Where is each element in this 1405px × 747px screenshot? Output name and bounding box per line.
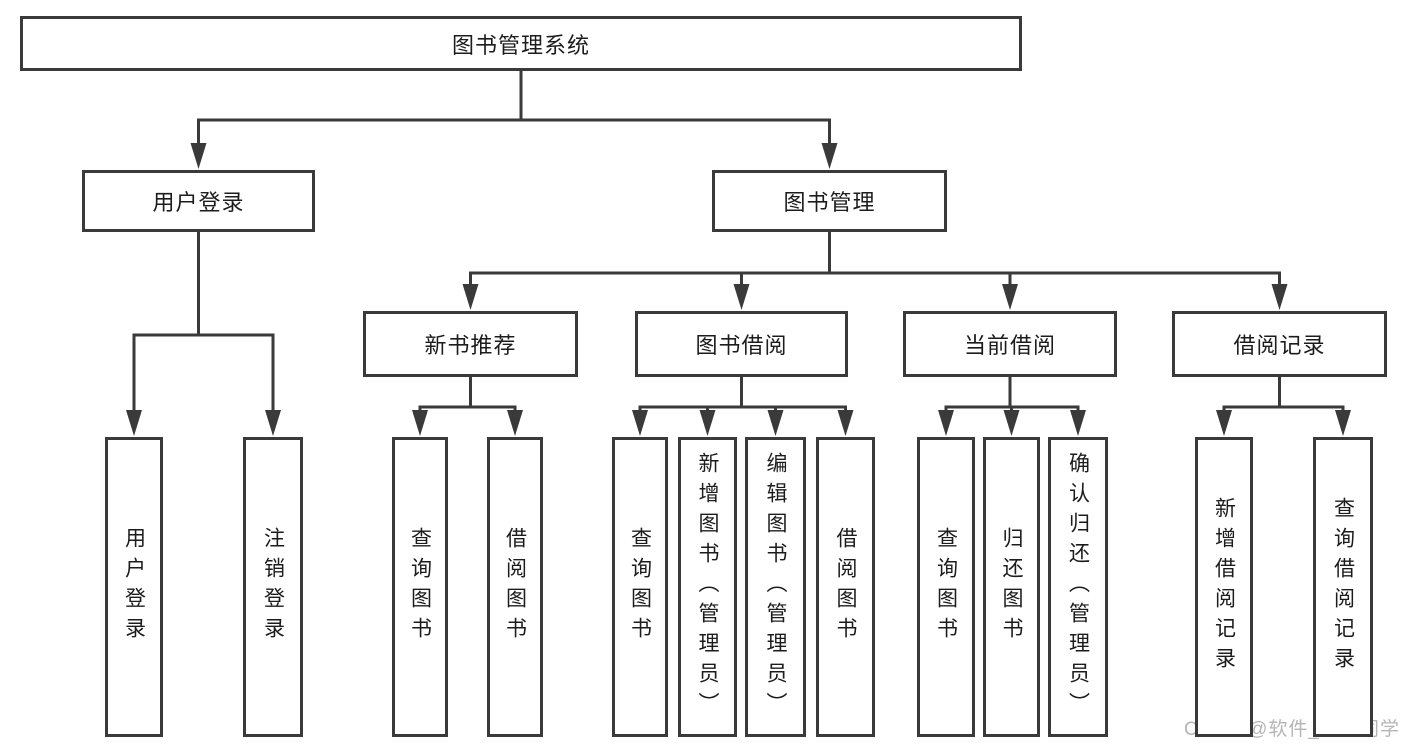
- node-new-book-recommendation: 新书推荐: [363, 311, 578, 377]
- node-root-library-system: 图书管理系统: [20, 16, 1022, 71]
- node-label-leaf-borrow-books-recommend: 借阅图书: [503, 527, 527, 647]
- node-label-user-login-module: 用户登录: [152, 190, 245, 215]
- node-leaf-add-books-admin: 新增图书（管理员）: [678, 437, 737, 737]
- node-leaf-query-books-borrow: 查询图书: [612, 437, 668, 737]
- node-borrowing-records: 借阅记录: [1172, 311, 1387, 377]
- node-label-new-book-recommendation: 新书推荐: [424, 333, 517, 358]
- node-leaf-logout: 注销登录: [243, 437, 303, 737]
- node-user-login-module: 用户登录: [82, 170, 315, 232]
- node-leaf-query-borrow-record: 查询借阅记录: [1313, 437, 1373, 737]
- node-leaf-query-books-recommend: 查询图书: [392, 437, 448, 737]
- node-leaf-return-books: 归还图书: [983, 437, 1040, 737]
- node-label-leaf-borrow-books: 借阅图书: [834, 527, 857, 647]
- node-label-leaf-query-books-borrow: 查询图书: [628, 527, 652, 647]
- node-leaf-confirm-return-admin: 确认归还（管理员）: [1048, 437, 1108, 737]
- node-leaf-borrow-books: 借阅图书: [816, 437, 875, 737]
- node-leaf-user-login: 用户登录: [105, 437, 163, 737]
- node-label-leaf-logout: 注销登录: [261, 527, 285, 647]
- node-label-leaf-edit-books-admin: 编辑图书（管理员）: [764, 452, 787, 722]
- node-label-leaf-query-borrow-record: 查询借阅记录: [1331, 497, 1355, 677]
- node-label-current-borrowing: 当前借阅: [963, 333, 1056, 358]
- node-label-leaf-query-books-current: 查询图书: [934, 527, 958, 647]
- node-current-borrowing: 当前借阅: [903, 311, 1117, 377]
- node-label-book-management-module: 图书管理: [783, 190, 876, 215]
- node-label-leaf-return-books: 归还图书: [1000, 527, 1023, 647]
- node-leaf-edit-books-admin: 编辑图书（管理员）: [745, 437, 806, 737]
- node-label-leaf-query-books-recommend: 查询图书: [408, 527, 432, 647]
- node-leaf-borrow-books-recommend: 借阅图书: [487, 437, 543, 737]
- node-label-root-library-system: 图书管理系统: [451, 32, 590, 58]
- node-leaf-query-books-current: 查询图书: [917, 437, 975, 737]
- node-label-leaf-add-borrow-record: 新增借阅记录: [1212, 497, 1236, 677]
- node-label-borrowing-records: 借阅记录: [1233, 333, 1326, 358]
- node-label-leaf-add-books-admin: 新增图书（管理员）: [696, 452, 719, 722]
- node-label-leaf-user-login: 用户登录: [122, 527, 146, 647]
- node-leaf-add-borrow-record: 新增借阅记录: [1195, 437, 1253, 737]
- node-label-leaf-confirm-return-admin: 确认归还（管理员）: [1066, 452, 1090, 722]
- node-book-management-module: 图书管理: [712, 170, 947, 232]
- node-book-borrowing: 图书借阅: [635, 311, 848, 377]
- node-label-book-borrowing: 图书借阅: [695, 333, 788, 358]
